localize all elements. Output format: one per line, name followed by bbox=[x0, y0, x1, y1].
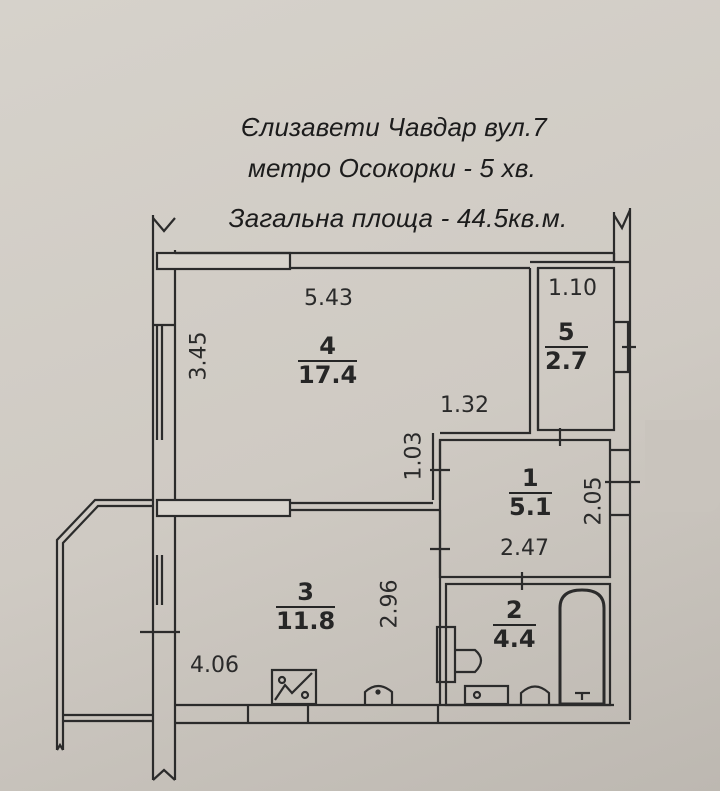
kitchen-sink-icon bbox=[363, 684, 394, 705]
room1-walls bbox=[430, 428, 640, 579]
room-2-number: 2 bbox=[493, 597, 536, 627]
room-5-number: 5 bbox=[545, 319, 588, 349]
kitchen-window bbox=[140, 555, 180, 634]
total-area: Загальна площа - 44.5кв.м. bbox=[228, 203, 568, 233]
kitchen-top-wall bbox=[155, 498, 442, 705]
kitchen-stove-icon bbox=[270, 668, 318, 706]
left-outer-wall bbox=[151, 215, 177, 781]
room-3-number: 3 bbox=[276, 579, 336, 609]
room-3-label: 3 11.8 bbox=[276, 579, 336, 636]
room4-window bbox=[153, 323, 175, 440]
address-title: Єлизавети Чавдар вул.7 bbox=[241, 112, 547, 142]
room-5-label: 5 2.7 bbox=[545, 319, 588, 376]
storage-niche bbox=[614, 320, 636, 374]
dim-room1-width: 2.47 bbox=[500, 536, 549, 561]
dim-room5-width: 1.10 bbox=[548, 276, 597, 301]
dim-room3-height: 2.96 bbox=[377, 579, 403, 629]
dim-room4-notch: 1.32 bbox=[440, 393, 489, 418]
bottom-wall bbox=[175, 703, 630, 725]
paper-smudge bbox=[645, 420, 720, 512]
top-wall bbox=[155, 251, 630, 271]
room-2-area: 4.4 bbox=[493, 625, 536, 654]
metro-distance: метро Осокорки - 5 хв. bbox=[247, 153, 537, 183]
toilet-icon bbox=[435, 625, 483, 684]
room-3-area: 11.8 bbox=[276, 607, 336, 636]
dim-room4-width: 5.43 bbox=[304, 286, 353, 311]
washbasin-icon bbox=[463, 684, 551, 706]
dim-room3-width: 4.06 bbox=[190, 653, 239, 678]
room-1-label: 1 5.1 bbox=[509, 465, 552, 522]
room-4-number: 4 bbox=[298, 333, 358, 363]
room-4-label: 4 17.4 bbox=[298, 333, 358, 390]
room-4-area: 17.4 bbox=[298, 361, 358, 390]
room-5-area: 2.7 bbox=[545, 347, 588, 376]
dim-room4-height: 3.45 bbox=[186, 331, 212, 381]
dim-room4-notch-height: 1.03 bbox=[401, 431, 427, 481]
room-2-label: 2 4.4 bbox=[493, 597, 536, 654]
dim-room1-height: 2.05 bbox=[581, 476, 607, 526]
balcony bbox=[55, 498, 153, 751]
right-outer-wall bbox=[612, 208, 632, 720]
bathtub-icon bbox=[558, 588, 606, 706]
room2-walls bbox=[444, 572, 612, 707]
room-1-number: 1 bbox=[509, 465, 552, 495]
room-1-area: 5.1 bbox=[509, 493, 552, 522]
